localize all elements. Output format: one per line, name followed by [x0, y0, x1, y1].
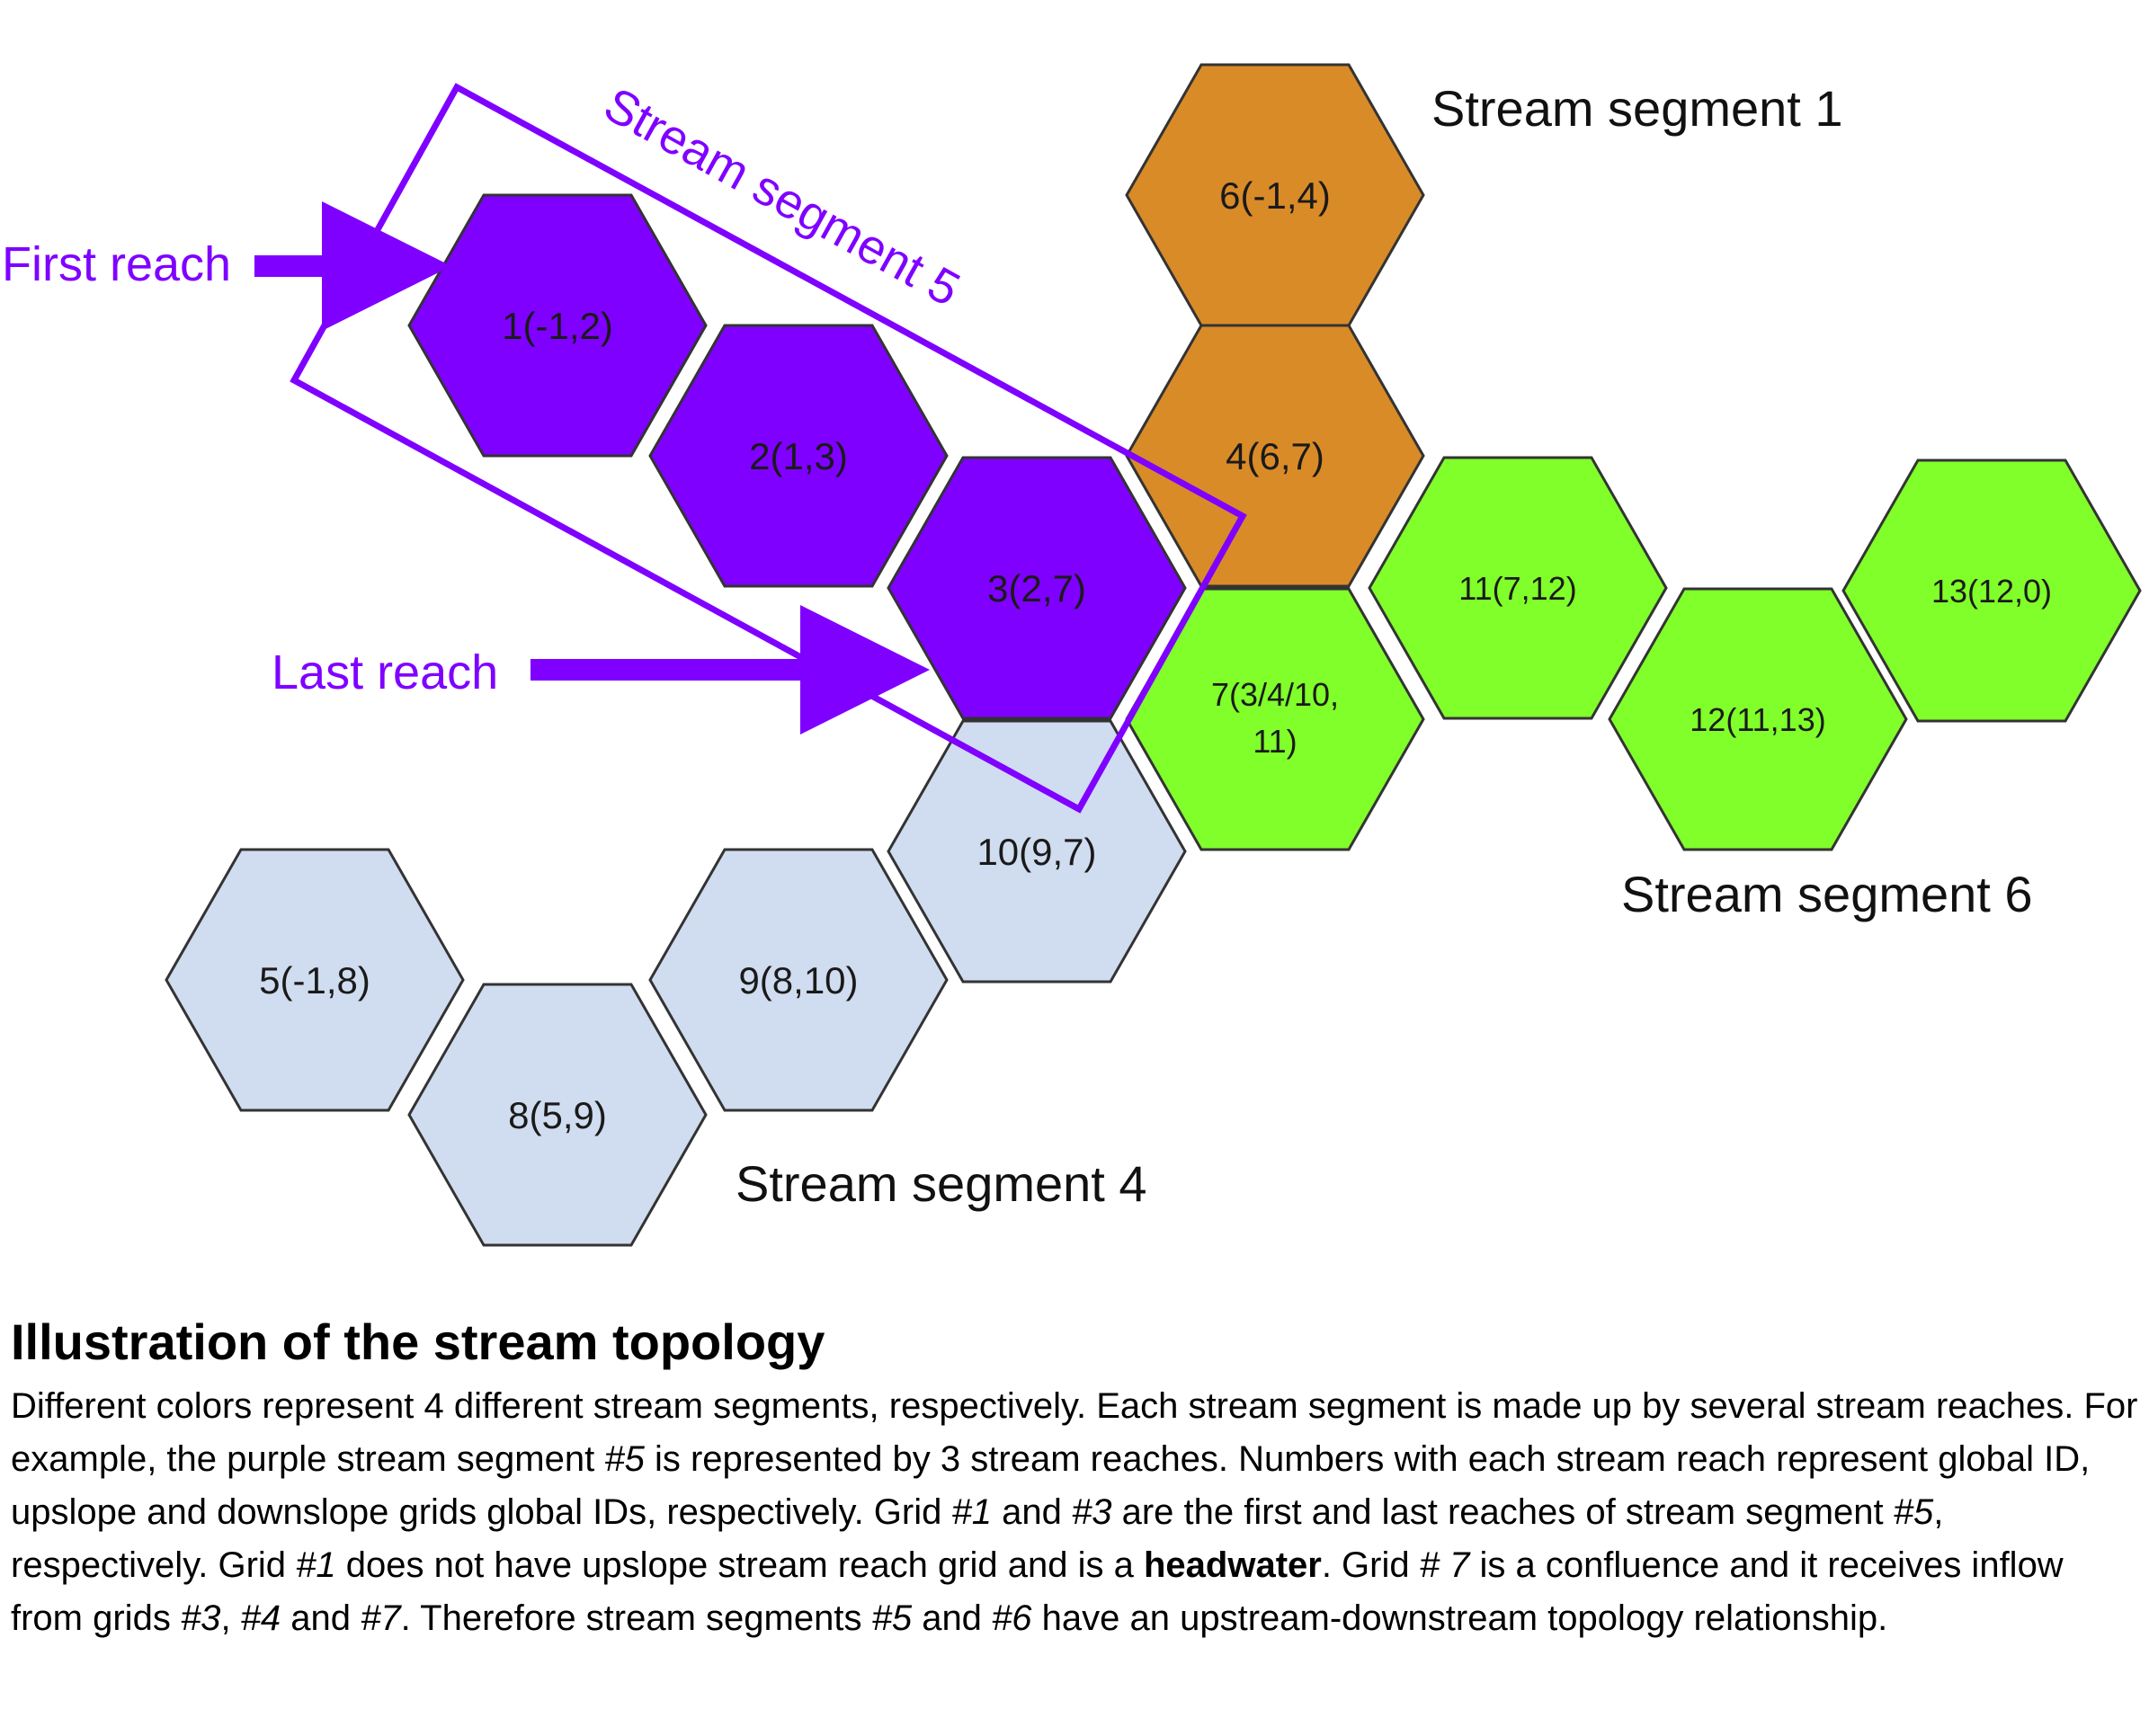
hex-label-2: 2(1,3) [749, 435, 848, 477]
hex-reach-7: 7(3/4/10, 11) [1125, 587, 1425, 851]
hex-label-12: 12(11,13) [1690, 701, 1825, 738]
hex-reach-11: 11(7,12) [1368, 456, 1668, 720]
hex-label-8: 8(5,9) [508, 1094, 607, 1136]
stream-topology-diagram: 1(-1,2) 2(1,3) 3(2,7) 6(-1,4) 4(6,7) 7(3… [2, 63, 2142, 1247]
hex-label-7-line2: 11) [1253, 723, 1297, 760]
caption-fragment: headwater [1143, 1545, 1322, 1585]
segment6-label: Stream segment 6 [1621, 866, 2033, 922]
first-reach-label: First reach [2, 237, 231, 291]
hex-reach-4: 4(6,7) [1125, 324, 1425, 588]
caption-fragment: . Grid [1321, 1545, 1420, 1585]
hex-label-10: 10(9,7) [976, 831, 1096, 873]
caption-title: Illustration of the stream topology [11, 1313, 825, 1370]
hex-reach-6: 6(-1,4) [1125, 63, 1425, 327]
hex-reach-9: 9(8,10) [648, 848, 949, 1112]
caption-fragment: #6 [992, 1598, 1032, 1638]
hex-shape-11 [1368, 456, 1668, 720]
caption-fragment: #3 [1071, 1492, 1112, 1532]
hex-shape-3 [887, 456, 1187, 720]
hex-shape-9 [648, 848, 949, 1112]
caption-fragment: #4 [240, 1598, 281, 1638]
segment4-label: Stream segment 4 [736, 1155, 1147, 1212]
hex-label-3: 3(2,7) [987, 567, 1086, 610]
hex-reach-13: 13(12,0) [1841, 458, 2142, 723]
hex-shape-5 [165, 848, 465, 1112]
hex-label-11: 11(7,12) [1458, 570, 1576, 607]
hex-shape-8 [407, 983, 708, 1247]
caption-fragment: #1 [951, 1492, 992, 1532]
caption-fragment: and [281, 1598, 361, 1638]
caption-fragment: , respectively. Grid [11, 1492, 1944, 1585]
hex-reach-8: 8(5,9) [407, 983, 708, 1247]
caption-fragment: #5 [871, 1598, 913, 1638]
caption-fragment: are the first and last reaches of stream… [1111, 1492, 1894, 1532]
hex-label-7-line1: 7(3/4/10, [1211, 676, 1339, 713]
hex-shape-10 [887, 719, 1187, 984]
caption-fragment: #1 [296, 1545, 336, 1585]
caption-fragment: does not have upslope stream reach grid … [335, 1545, 1144, 1585]
hex-shape-1 [407, 193, 708, 458]
hex-shape-13 [1841, 458, 2142, 723]
hex-label-1: 1(-1,2) [502, 305, 613, 347]
hex-shape-7 [1125, 587, 1425, 851]
last-reach-label: Last reach [272, 645, 498, 699]
caption-fragment: #3 [180, 1598, 221, 1638]
caption-fragment: is a confluence and it receives inflow f… [11, 1545, 2064, 1638]
hex-reach-1: 1(-1,2) [407, 193, 708, 458]
caption-fragment: . Therefore stream segments [400, 1598, 872, 1638]
caption-fragment: #5 [1893, 1492, 1934, 1532]
caption-fragment: #7 [361, 1598, 401, 1638]
hex-label-5: 5(-1,8) [259, 959, 370, 1002]
caption-fragment: is represented by 3 stream reaches. Numb… [11, 1439, 2091, 1532]
figure-caption: Illustration of the stream topology Diff… [11, 1313, 2138, 1645]
hex-shape-2 [648, 324, 949, 588]
caption-fragment: and [991, 1492, 1072, 1532]
hex-label-9: 9(8,10) [738, 959, 858, 1002]
hex-grid: 1(-1,2) 2(1,3) 3(2,7) 6(-1,4) 4(6,7) 7(3… [165, 63, 2142, 1247]
caption-fragment: Different colors represent 4 different s… [11, 1386, 2138, 1479]
caption-fragment: and [912, 1598, 993, 1638]
caption-fragment: #5 [604, 1439, 645, 1479]
hex-reach-12: 12(11,13) [1608, 587, 1908, 851]
hex-reach-2: 2(1,3) [648, 324, 949, 588]
caption-body: Different colors represent 4 different s… [11, 1380, 2138, 1645]
hex-label-13: 13(12,0) [1931, 573, 2052, 610]
hex-reach-10: 10(9,7) [887, 719, 1187, 984]
caption-fragment: have an upstream-downstream topology rel… [1031, 1598, 1888, 1638]
hex-reach-3: 3(2,7) [887, 456, 1187, 720]
hex-label-6: 6(-1,4) [1219, 174, 1331, 217]
caption-fragment: # 7 [1419, 1545, 1470, 1585]
caption-fragment: , [220, 1598, 241, 1638]
hex-reach-5: 5(-1,8) [165, 848, 465, 1112]
hex-label-4: 4(6,7) [1226, 435, 1324, 477]
segment1-label: Stream segment 1 [1431, 80, 1843, 137]
hex-shape-12 [1608, 587, 1908, 851]
